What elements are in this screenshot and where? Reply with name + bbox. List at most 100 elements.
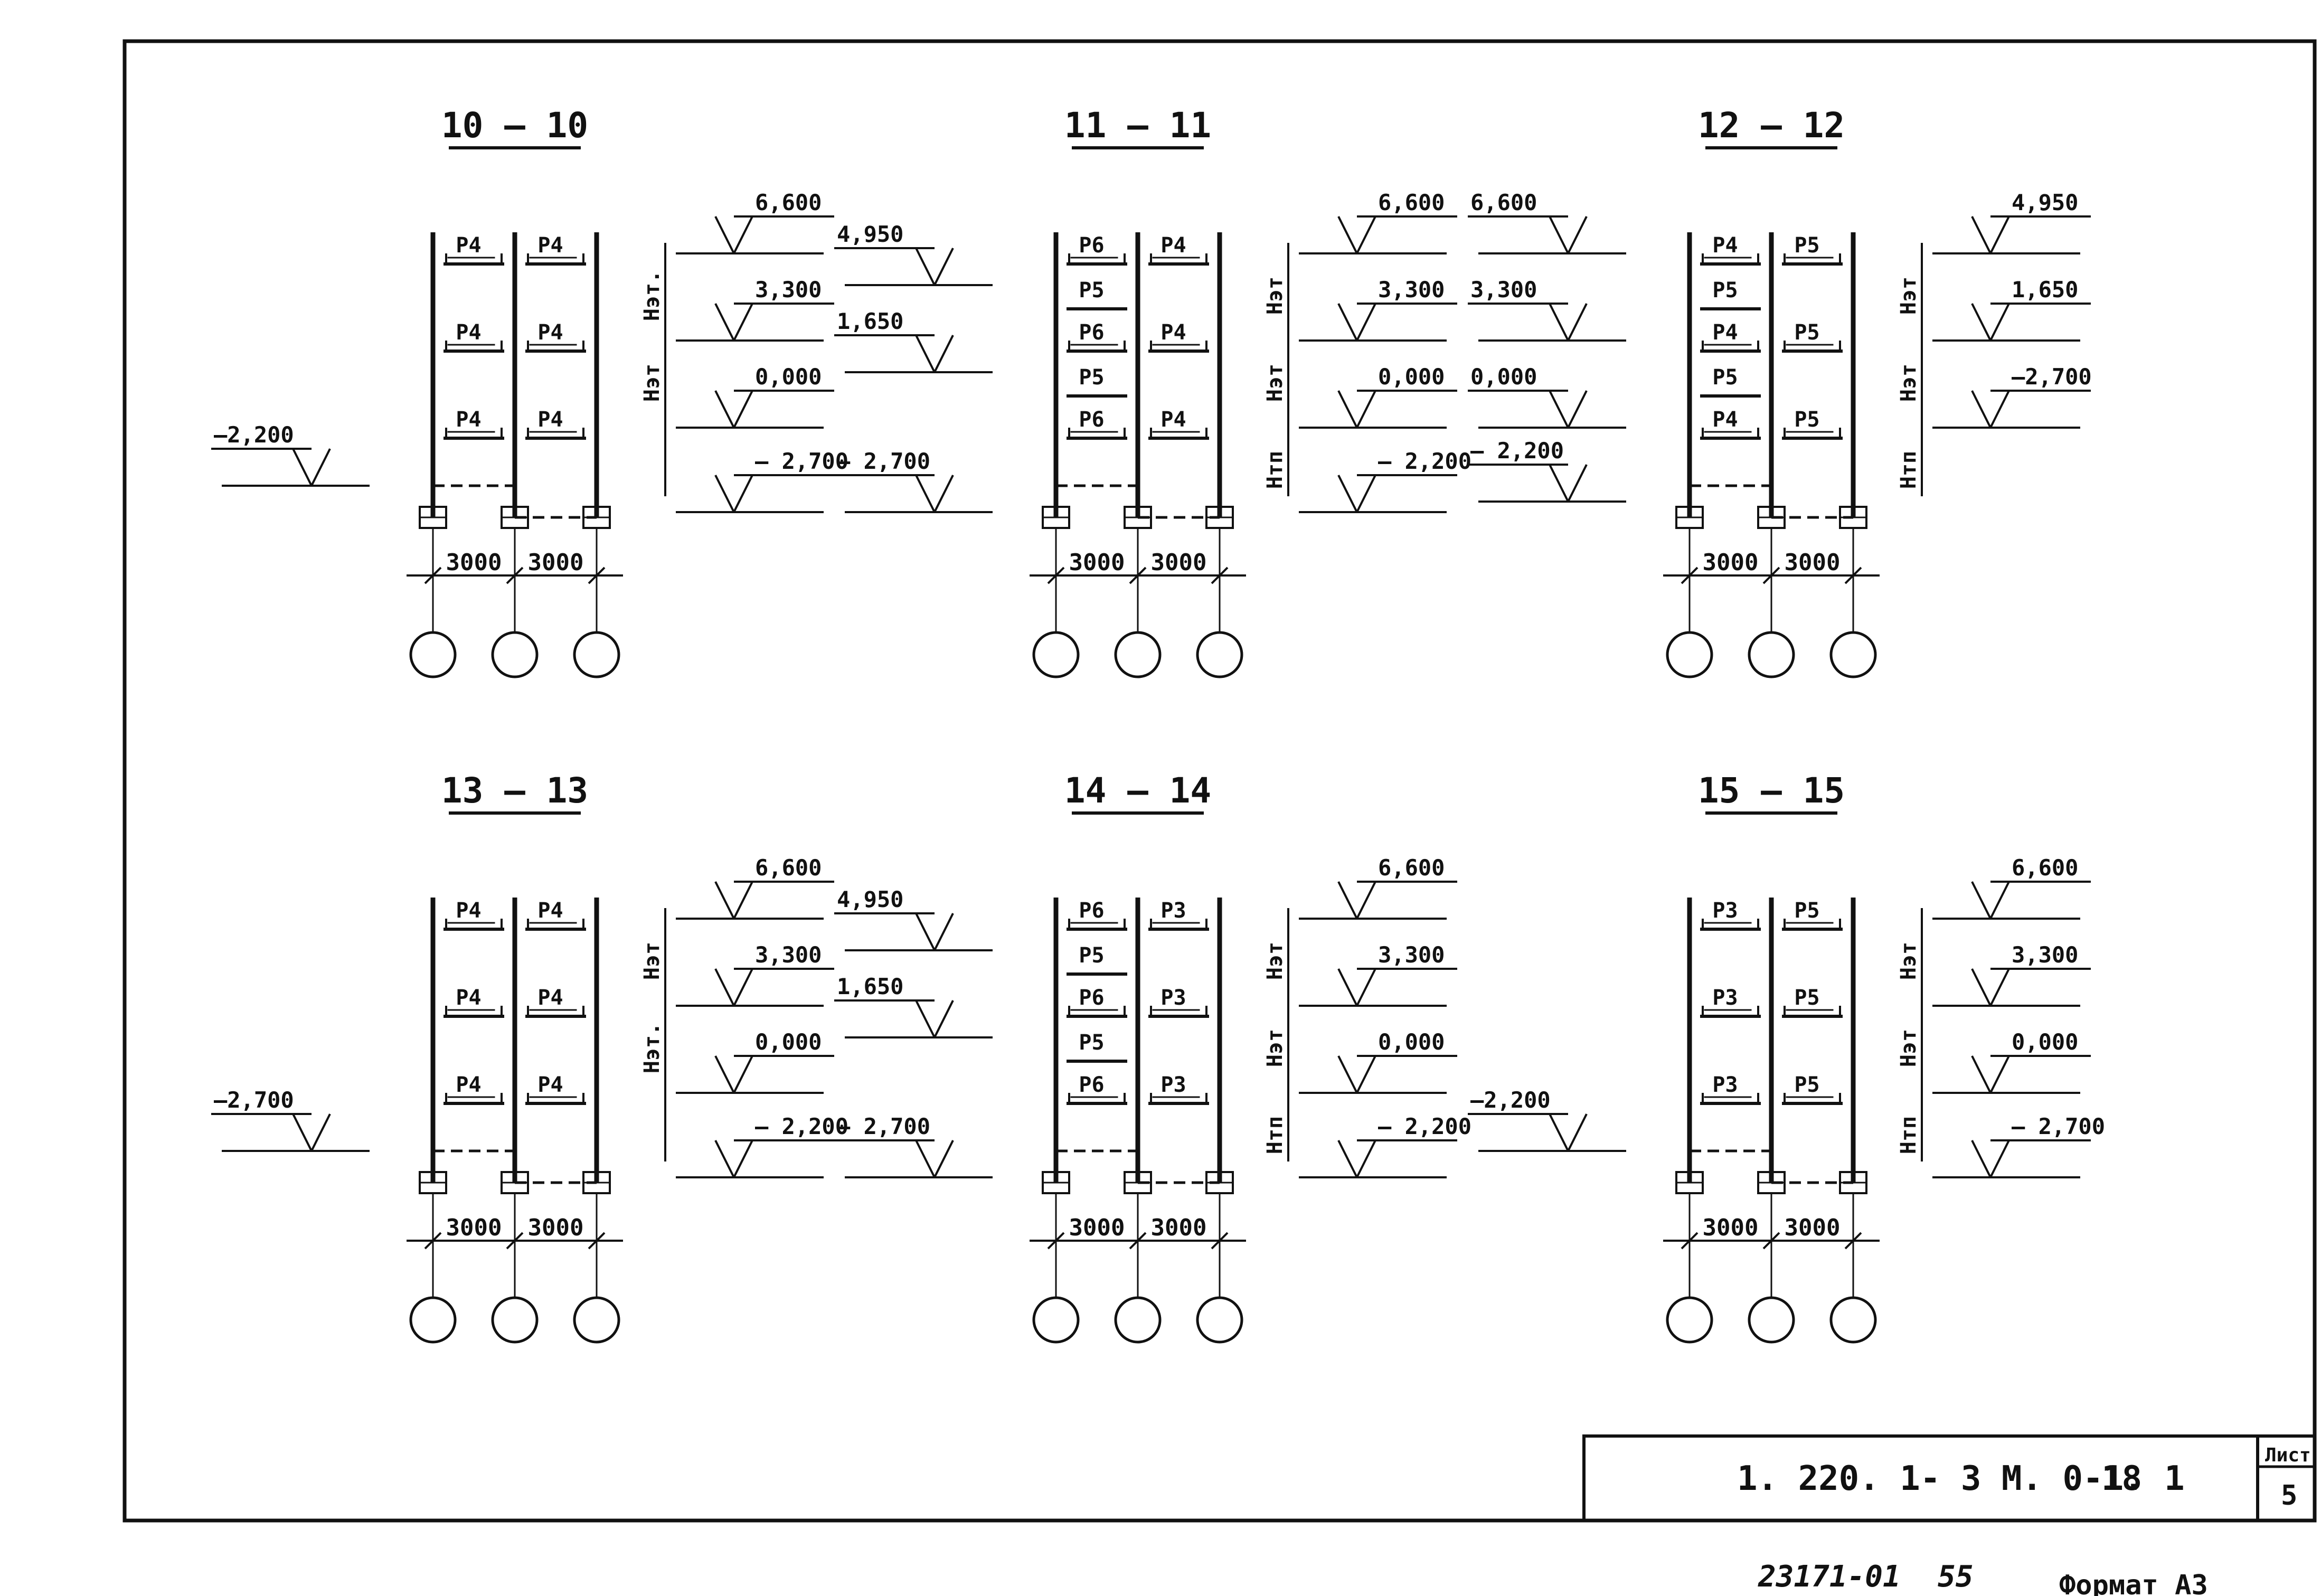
elevation-arrow: [1356, 303, 1376, 341]
elevation-arrow: [1971, 390, 1992, 428]
grid-axis-bubble: [409, 631, 457, 678]
beam-label: Р5: [1079, 278, 1104, 303]
beam-label: Р5: [1794, 233, 1819, 258]
elevation-mark: 3,300: [1299, 942, 1457, 1007]
elevation-label: – 2,700: [837, 1113, 930, 1139]
span-tick: [1129, 1232, 1147, 1250]
elevation-label: 4,950: [837, 886, 903, 912]
elevation-mark: 6,600: [676, 855, 834, 920]
elevation-label: 0,000: [1378, 1029, 1445, 1055]
beam-label: Р3: [1160, 986, 1186, 1010]
elevation-label: 0,000: [1470, 364, 1537, 390]
elevation-arrow: [733, 303, 753, 341]
beam-label: Р4: [537, 986, 563, 1010]
elevation-arrow: [915, 335, 936, 373]
beam-label: Р4: [456, 408, 481, 432]
elevation-arrow: [1337, 881, 1358, 919]
elevation-arrow: [1356, 216, 1376, 254]
beam-label: Р6: [1079, 1073, 1104, 1097]
elevation-label: 1,650: [2012, 277, 2078, 303]
span-label: 3000: [1069, 1214, 1125, 1241]
elevation-arrow: [1356, 881, 1376, 919]
elevation-label: –2,200: [214, 422, 294, 448]
elevation-arrow: [1567, 303, 1588, 341]
beam-label: Р5: [1079, 365, 1104, 390]
elevation-mark: 0,000: [676, 364, 834, 429]
section-title: 10 – 10: [441, 105, 588, 146]
elevation-arrow: [1337, 303, 1358, 341]
elevation-mark: –2,700: [1932, 364, 2092, 429]
elevation-arrow: [1567, 216, 1588, 254]
elevation-arrow: [733, 881, 753, 919]
grid-axis-bubble: [491, 631, 539, 678]
section-title: 15 – 15: [1698, 770, 1845, 811]
beam-label: Р5: [1712, 365, 1738, 390]
elevation-mark: 1,650: [834, 308, 993, 373]
elevation-label: –2,700: [2012, 364, 2092, 390]
elevation-label: – 2,200: [1470, 438, 1564, 464]
beam-label: Р4: [537, 899, 563, 923]
grid-axis-bubble: [491, 1296, 539, 1344]
span-label: 3000: [1069, 549, 1125, 576]
beam-label: Р4: [537, 1073, 563, 1097]
elevation-label: 3,300: [1378, 277, 1445, 303]
section-title: 13 – 13: [441, 770, 588, 811]
grid-axis-bubble: [1666, 631, 1713, 678]
span-label: 3000: [446, 1214, 502, 1241]
span-label: 3000: [446, 549, 502, 576]
elevation-mark: 6,600: [676, 190, 834, 254]
section-title: 12 – 12: [1698, 105, 1845, 146]
elevation-label: 6,600: [1378, 190, 1445, 215]
beam-label: Р4: [456, 899, 481, 923]
elevation-arrow: [1549, 303, 1569, 341]
elevation-mark: 0,000: [1299, 1029, 1457, 1094]
elevation-label: – 2,700: [755, 448, 848, 474]
grid-axis-bubble: [1829, 631, 1877, 678]
grid-axis-bubble: [573, 1296, 620, 1344]
elevation-arrow: [1989, 390, 2010, 428]
elevation-arrow: [1971, 303, 1992, 341]
elevation-mark: 6,600: [1299, 855, 1457, 920]
grid-axis-bubble: [1666, 1296, 1713, 1344]
elevation-arrow: [1971, 1055, 1992, 1093]
beam-label: Р5: [1794, 899, 1819, 923]
elevation-label: 4,950: [2012, 190, 2078, 215]
elevation-arrow: [1989, 303, 2010, 341]
beam-label: Р5: [1794, 1073, 1819, 1097]
elevation-arrow: [1971, 881, 1992, 919]
drawing-code: 1. 220. 1- 3 М. 0-1. 1: [1737, 1459, 2185, 1498]
elevation-arrow: [714, 1140, 735, 1178]
span-tick: [1762, 566, 1780, 584]
storey-dimension-label: Нэт: [1263, 364, 1287, 402]
beam-label: Р4: [1160, 233, 1186, 258]
elevation-arrow: [310, 1113, 331, 1151]
beam-label: Р6: [1079, 408, 1104, 432]
storey-dimension-label: Нэт: [1263, 277, 1287, 315]
elevation-label: 6,600: [755, 855, 822, 881]
elevation-label: –2,700: [214, 1087, 294, 1113]
sheet-label: Лист: [2265, 1444, 2311, 1466]
beam-label: Р5: [1079, 1031, 1104, 1055]
beam-label: Р4: [537, 408, 563, 432]
elevation-arrow: [1971, 1140, 1992, 1178]
elevation-arrow: [1356, 1140, 1376, 1178]
elevation-arrow: [1549, 1113, 1569, 1151]
elevation-mark: –2,200: [1468, 1087, 1626, 1152]
elevation-label: 3,300: [1378, 942, 1445, 968]
elevation-mark: 6,600: [1299, 190, 1457, 254]
span-label: 3000: [528, 1214, 584, 1241]
storey-dimension-label: Нэт: [1897, 277, 1921, 315]
elevation-mark: 0,000: [1932, 1029, 2091, 1094]
elevation-arrow: [1337, 968, 1358, 1006]
grid-axis-bubble: [1114, 631, 1162, 678]
elevation-label: – 2,200: [1378, 1113, 1471, 1139]
elevation-arrow: [733, 390, 753, 428]
section-title: 14 – 14: [1064, 770, 1211, 811]
elevation-arrow: [714, 216, 735, 254]
grid-axis-bubble: [1196, 631, 1243, 678]
elevation-arrow: [933, 248, 954, 286]
elevation-mark: – 2,200: [1299, 1113, 1471, 1178]
